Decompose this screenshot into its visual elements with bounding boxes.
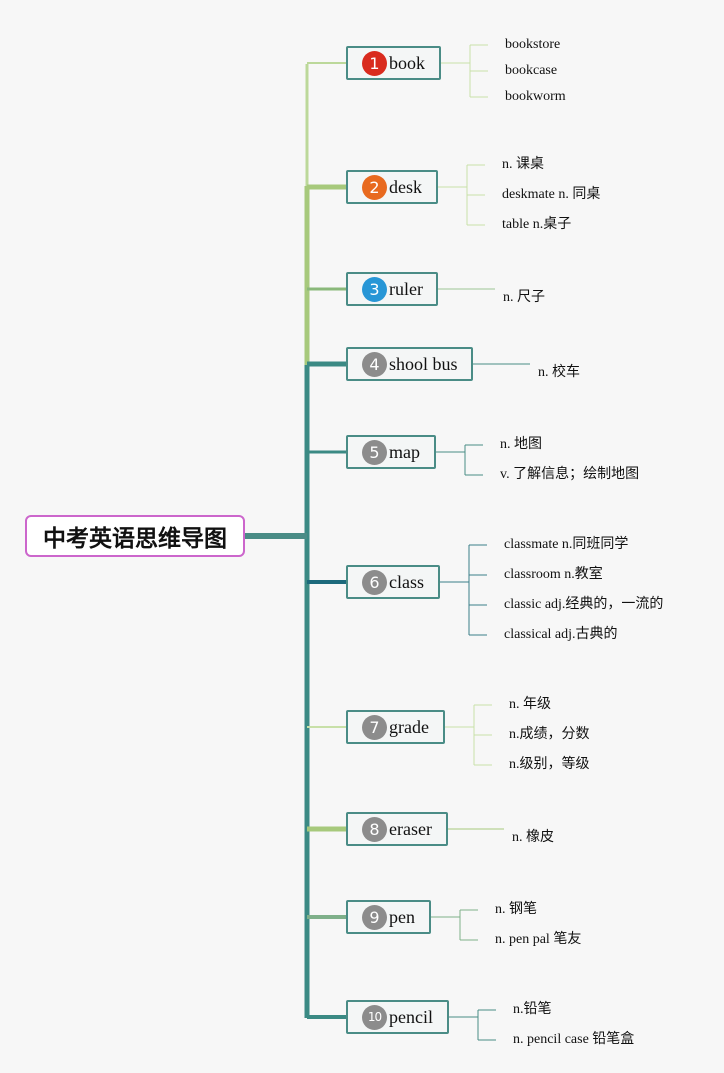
number-badge-icon: 6 (362, 569, 387, 595)
leaf-definition[interactable]: table n.桌子 (502, 217, 572, 232)
topic-label: map (389, 441, 420, 462)
leaf-definition[interactable]: n. 橡皮 (512, 830, 554, 845)
number-badge-icon: 7 (362, 714, 387, 740)
leaf-definition[interactable]: classmate n.同班同学 (504, 537, 629, 552)
leaf-definition[interactable]: n. 尺子 (503, 290, 545, 305)
number-badge-icon: 1 (362, 50, 387, 76)
leaf-definition[interactable]: n. 地图 (500, 437, 542, 452)
leaf-definition[interactable]: v. 了解信息；绘制地图 (500, 467, 640, 482)
number-badge-icon: 8 (362, 816, 387, 842)
leaf-definition[interactable]: deskmate n. 同桌 (502, 187, 601, 202)
topic-label: pencil (389, 1006, 433, 1027)
topic-label: ruler (389, 278, 423, 299)
leaf-definition[interactable]: classical adj.古典的 (504, 627, 618, 642)
topic-label: grade (389, 716, 429, 737)
number-badge-icon: 9 (362, 904, 387, 930)
leaf-definition[interactable]: bookcase (505, 63, 558, 78)
root-topic[interactable]: 中考英语思维导图 (25, 515, 245, 557)
topic-label: eraser (389, 818, 432, 839)
leaf-definition[interactable]: n. 校车 (538, 365, 580, 380)
topic-label: pen (389, 906, 415, 927)
leaf-definition[interactable]: n. 课桌 (502, 157, 544, 172)
number-badge-icon: 2 (362, 174, 387, 200)
number-badge-icon: 10 (362, 1004, 387, 1030)
leaf-definition[interactable]: n. pen pal 笔友 (495, 932, 582, 947)
leaf-definition[interactable]: bookworm (505, 89, 566, 104)
leaf-definition[interactable]: n.级别，等级 (509, 757, 590, 772)
number-badge-icon: 3 (362, 276, 387, 302)
leaf-definition[interactable]: n.铅笔 (513, 1002, 552, 1017)
topic-label: shool bus (389, 353, 458, 374)
leaf-definition[interactable]: bookstore (505, 37, 561, 52)
number-badge-icon: 5 (362, 439, 387, 465)
leaf-definition[interactable]: n. 钢笔 (495, 902, 537, 917)
topic-label: desk (389, 176, 422, 197)
leaf-definition[interactable]: classroom n.教室 (504, 567, 603, 582)
leaf-definition[interactable]: n.成绩，分数 (509, 727, 590, 742)
topic-label: class (389, 571, 424, 592)
leaf-definition[interactable]: classic adj.经典的，一流的 (504, 597, 664, 612)
leaf-definition[interactable]: n. pencil case 铅笔盒 (513, 1032, 635, 1047)
number-badge-icon: 4 (362, 351, 387, 377)
topic-label: book (389, 52, 425, 73)
leaf-definition[interactable]: n. 年级 (509, 697, 551, 712)
